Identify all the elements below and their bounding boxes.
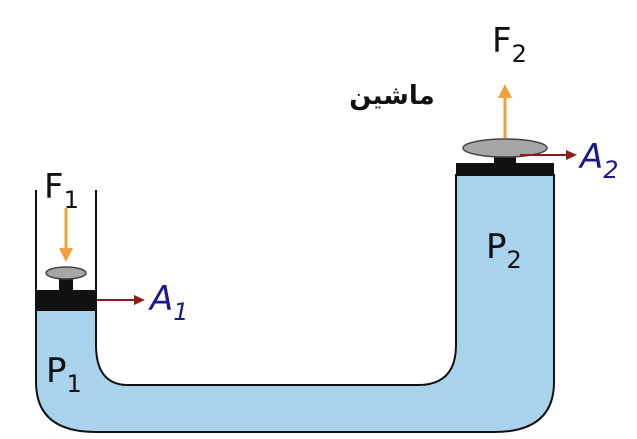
large-pressure-label: P2 xyxy=(486,227,522,274)
large-area-label: A2 xyxy=(578,137,619,184)
large-piston-plate xyxy=(456,163,554,176)
u-tube-fluid xyxy=(35,174,555,433)
large-piston-cap xyxy=(462,138,548,158)
small-area-arrow xyxy=(97,295,145,305)
small-force-label: F1 xyxy=(44,167,79,214)
large-force-arrow xyxy=(498,84,512,138)
small-piston xyxy=(36,266,96,310)
small-force-arrow xyxy=(59,208,73,262)
small-piston-cap xyxy=(45,266,87,280)
small-area-label: A1 xyxy=(148,279,189,326)
small-pressure-label: P1 xyxy=(46,351,82,398)
large-piston xyxy=(456,138,554,176)
large-area-arrow xyxy=(520,150,577,160)
small-piston-plate xyxy=(36,290,96,310)
load-label: ماشین xyxy=(349,81,434,111)
large-force-label: F2 xyxy=(492,21,527,68)
